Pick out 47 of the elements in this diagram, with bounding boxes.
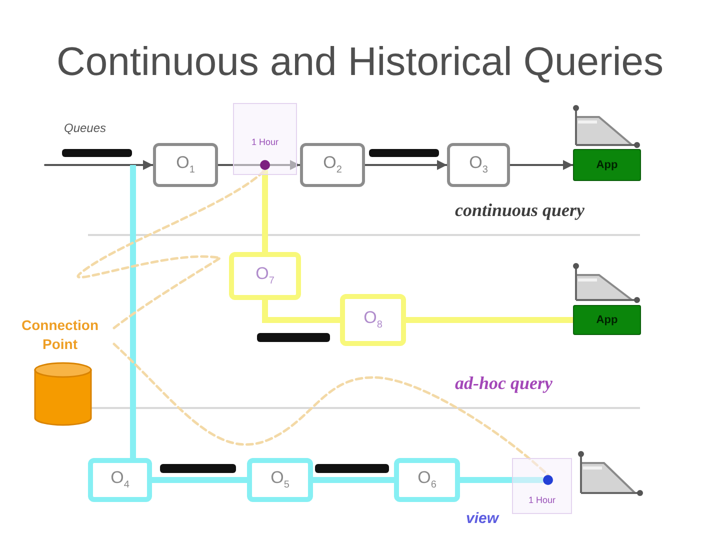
operator-box <box>394 458 460 502</box>
label-text: ad-hoc query <box>455 373 552 394</box>
operator-label: O$_{7}$ <box>256 265 274 287</box>
duration-label: 1 Hour <box>250 137 280 147</box>
operator-label: O$_{2}$ <box>323 154 342 176</box>
dot-icon <box>543 475 553 485</box>
arrow <box>509 160 574 170</box>
connector-line <box>262 300 340 323</box>
connection-point-box <box>512 458 572 514</box>
operator-box <box>447 143 510 187</box>
label-text: continuous query <box>455 200 585 221</box>
connector-line <box>406 317 573 323</box>
operator-box <box>247 458 313 502</box>
operator-box <box>229 252 301 300</box>
database-cylinder <box>34 362 92 426</box>
connection-point-box <box>233 103 297 175</box>
connector-line <box>217 164 261 166</box>
arrow <box>364 160 448 170</box>
operator-label: O$_{6}$ <box>418 469 436 491</box>
arrow <box>44 160 154 170</box>
app-label: App <box>596 314 618 326</box>
application-box <box>573 149 641 181</box>
label-text: Queues <box>64 121 106 135</box>
leader-line <box>76 168 266 330</box>
connector-line <box>460 477 543 483</box>
duration-label: 1 Hour <box>527 495 556 505</box>
operator-label: O$_{5}$ <box>270 469 290 491</box>
operator-label: O$_{4}$ <box>110 469 130 491</box>
application-box <box>573 305 641 335</box>
operator-box <box>88 458 152 502</box>
operator-label: O$_{3}$ <box>469 154 488 176</box>
operator-box <box>153 143 218 187</box>
connector-line <box>262 170 268 252</box>
arrow <box>269 160 301 170</box>
connector-line <box>130 165 136 458</box>
leader-line <box>112 342 550 476</box>
operator-label: O$_{8}$ <box>364 309 382 331</box>
dot-icon <box>260 160 270 170</box>
label-text: view <box>466 510 499 527</box>
operator-box <box>340 294 406 346</box>
connector-line <box>152 477 247 483</box>
title: Continuous and Historical Queries <box>56 40 664 85</box>
app-label: App <box>596 159 618 171</box>
operator-label: O$_{1}$ <box>176 154 195 176</box>
callout-text: Connection Point <box>6 316 114 354</box>
connector-line <box>313 477 394 483</box>
operator-box <box>300 143 365 187</box>
